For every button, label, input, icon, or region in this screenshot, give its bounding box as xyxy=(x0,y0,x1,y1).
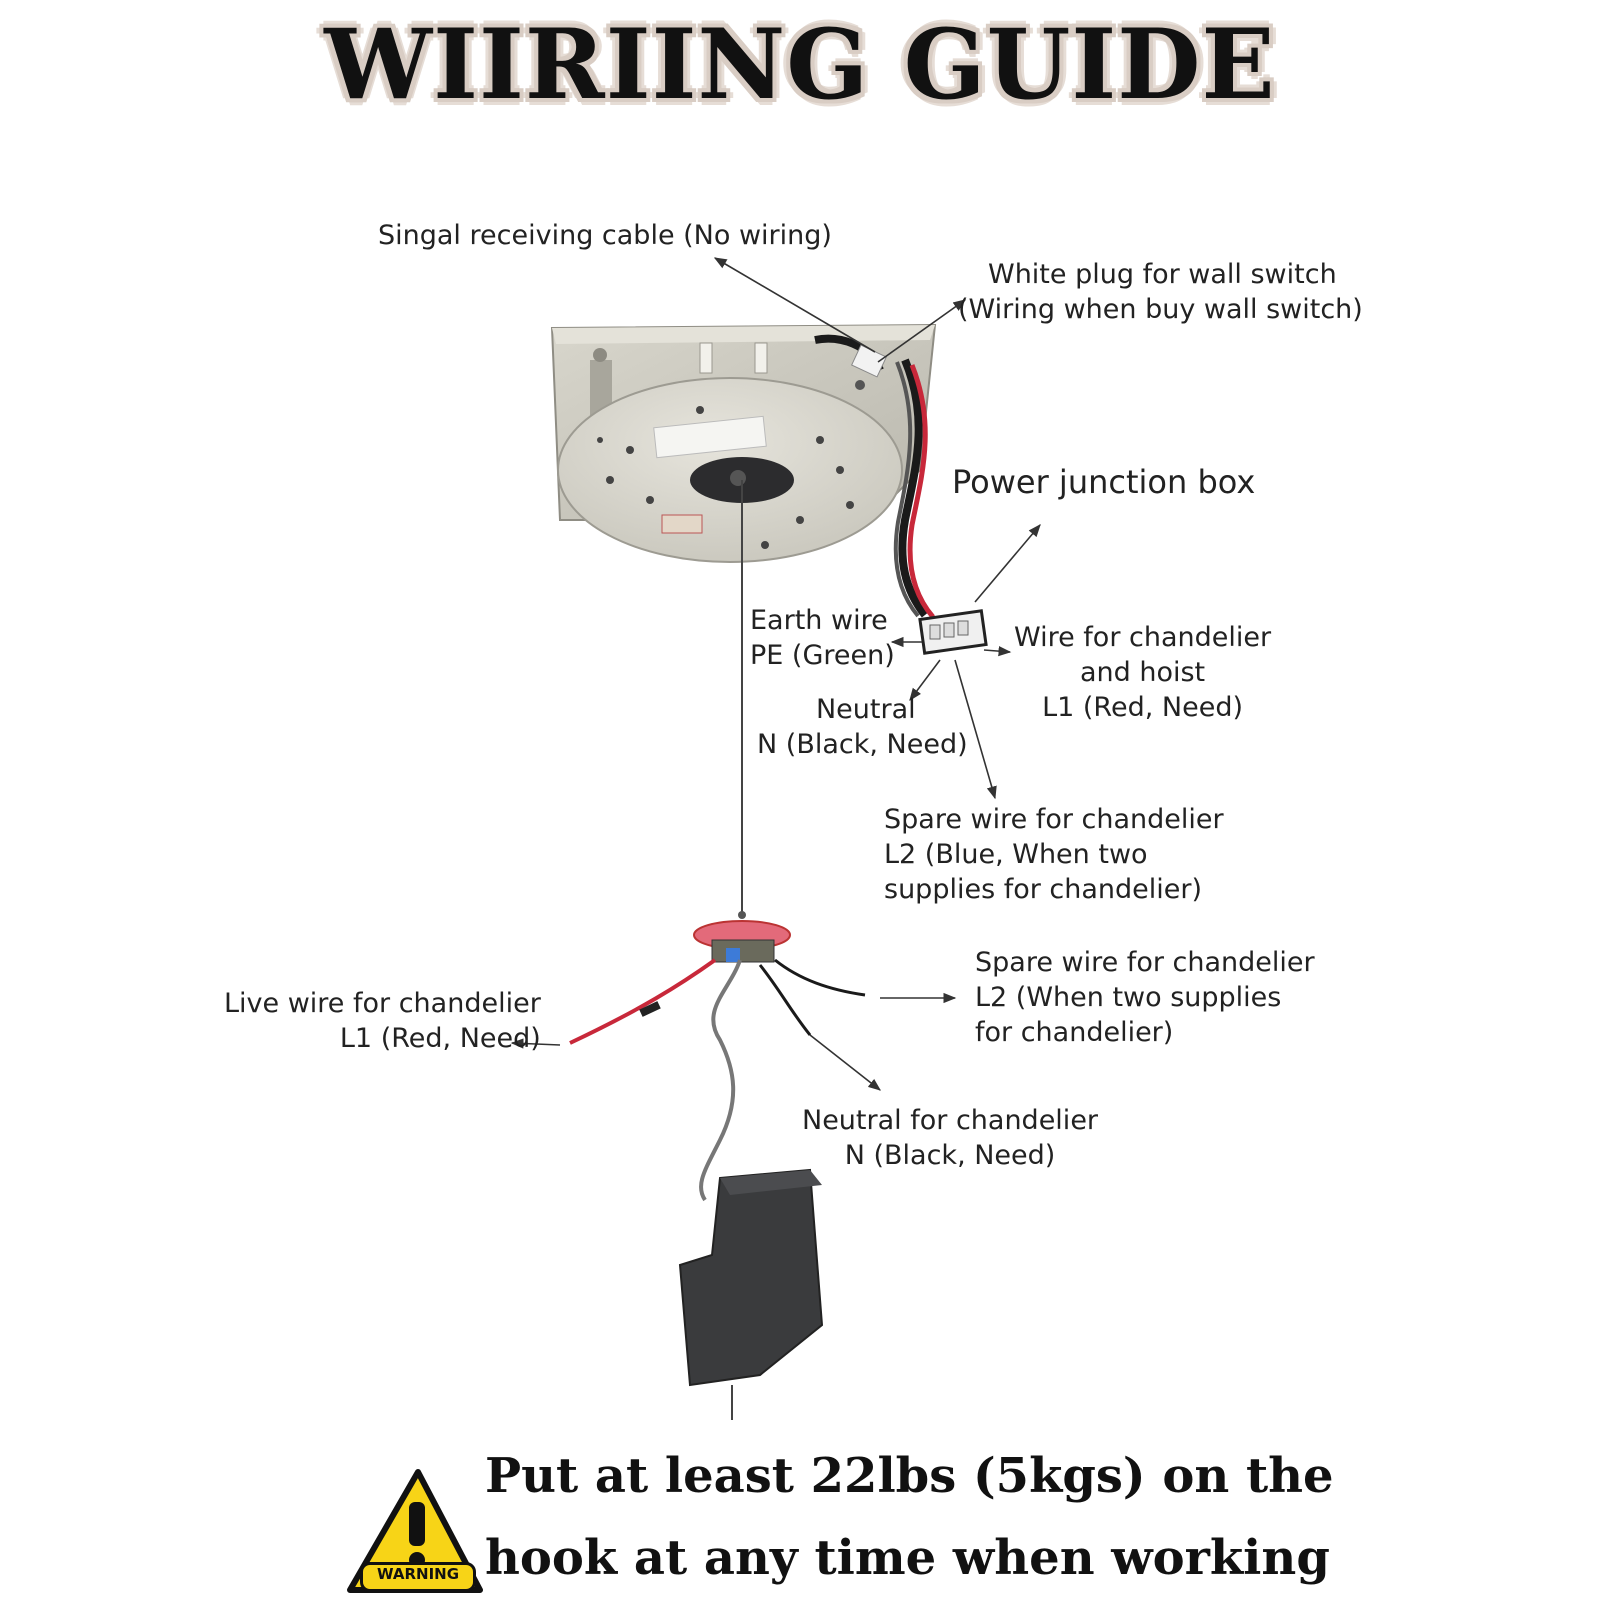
label-live-wire: Live wire for chandelier L1 (Red, Need) xyxy=(224,986,541,1056)
label-neutral-chandelier-line1: Neutral for chandelier xyxy=(802,1105,1099,1136)
label-neutral-chandelier: Neutral for chandelier N (Black, Need) xyxy=(802,1103,1098,1173)
label-white-plug-line1: White plug for wall switch xyxy=(988,259,1337,290)
label-power-junction-box: Power junction box xyxy=(952,462,1255,502)
hook xyxy=(699,959,742,1202)
live-wire xyxy=(569,958,717,1045)
page-title: WIIRIING GUIDE xyxy=(324,8,1276,121)
label-spare-wire-lower: Spare wire for chandelier L2 (When two s… xyxy=(975,945,1315,1050)
label-spare-lower-line3: for chandelier) xyxy=(975,1017,1174,1048)
junction-box xyxy=(918,609,988,655)
label-neutral-line2: N (Black, Need) xyxy=(757,729,968,760)
neutral-wire xyxy=(758,964,812,1036)
warning-line1: Put at least 22lbs (5kgs) on the xyxy=(485,1448,1334,1504)
label-earth-wire: Earth wire PE (Green) xyxy=(750,603,895,673)
warning-badge: WARNING xyxy=(352,1562,484,1592)
label-spare-blue-line3: supplies for chandelier) xyxy=(884,874,1203,905)
label-neutral-chandelier-line2: N (Black, Need) xyxy=(844,1140,1056,1171)
label-spare-blue-line1: Spare wire for chandelier xyxy=(884,804,1224,835)
spare-wire xyxy=(774,958,866,997)
label-wire-chandelier-hoist: Wire for chandelier and hoist L1 (Red, N… xyxy=(1014,620,1271,725)
label-power-junction-box-text: Power junction box xyxy=(952,463,1256,501)
warning-label: WARNING xyxy=(376,1565,460,1583)
label-earth-wire-line2: PE (Green) xyxy=(750,640,895,671)
label-live-wire-line1: Live wire for chandelier xyxy=(224,988,541,1019)
hoist-disc xyxy=(557,377,903,563)
label-wire-chandelier-hoist-line3: L1 (Red, Need) xyxy=(1042,692,1243,723)
label-signal-cable: Singal receiving cable (No wiring) xyxy=(378,218,832,253)
label-neutral-line1: Neutral xyxy=(815,694,916,725)
label-live-wire-line2: L1 (Red, Need) xyxy=(339,1023,541,1054)
warning-line2: hook at any time when working xyxy=(485,1530,1330,1586)
label-neutral: Neutral N (Black, Need) xyxy=(757,692,968,762)
label-spare-lower-line2: L2 (When two supplies xyxy=(975,982,1282,1013)
weight-block xyxy=(678,1168,824,1420)
label-signal-cable-text: Singal receiving cable (No wiring) xyxy=(378,220,832,251)
label-wire-chandelier-hoist-line1: Wire for chandelier xyxy=(1014,622,1272,653)
label-spare-blue-line2: L2 (Blue, When two xyxy=(884,839,1148,870)
label-wire-chandelier-hoist-line2: and hoist xyxy=(1079,657,1206,688)
label-white-plug-line2: (Wiring when buy wall switch) xyxy=(958,294,1363,325)
label-spare-wire-blue: Spare wire for chandelier L2 (Blue, When… xyxy=(884,802,1224,907)
leader-lines xyxy=(510,257,1041,1091)
label-spare-lower-line1: Spare wire for chandelier xyxy=(975,947,1315,978)
label-white-plug: White plug for wall switch (Wiring when … xyxy=(958,257,1363,327)
power-cable xyxy=(814,334,935,619)
label-earth-wire-line1: Earth wire xyxy=(750,605,888,636)
hook-connector xyxy=(693,911,791,963)
